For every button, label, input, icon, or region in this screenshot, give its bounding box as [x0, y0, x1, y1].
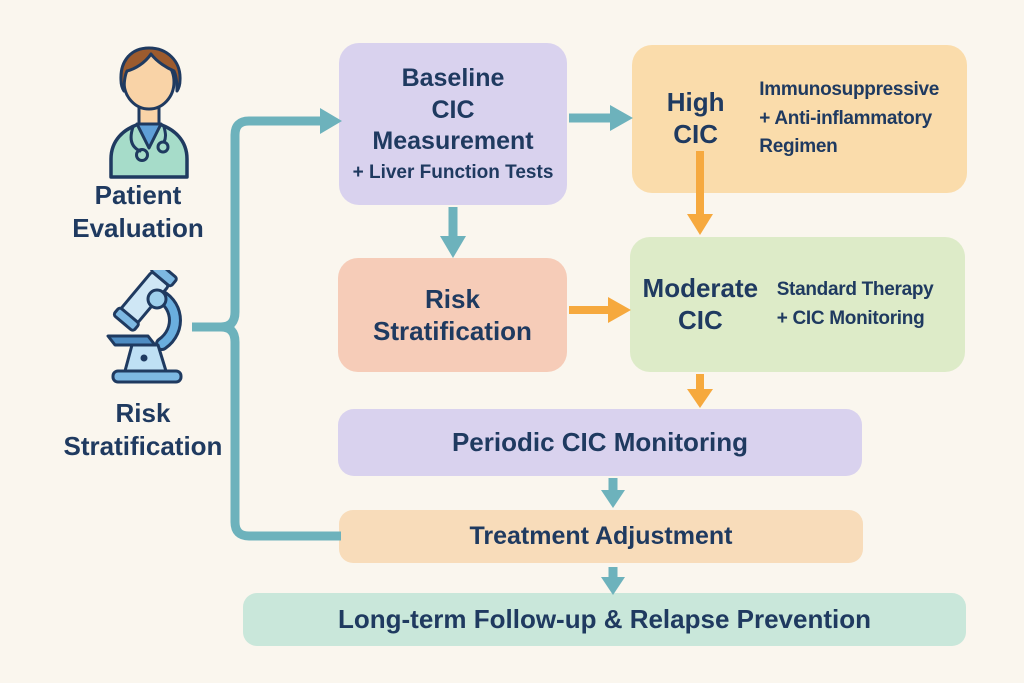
arrowhead-high-to-moderate [687, 214, 713, 235]
moderate-cic-therapy-text: Standard Therapy + CIC Monitoring [776, 279, 934, 329]
high-cic-regimen-text: Immunosuppressive + Anti-inflammatory Re… [759, 79, 939, 158]
treatment-box-title: Treatment Adjustment [469, 522, 733, 550]
moderate-cic-box: Moderate CIC Standard Therapy + CIC Moni… [630, 237, 965, 372]
baseline-box-subtitle: + Liver Function Tests [352, 161, 554, 183]
arrowhead-periodic-to-treatment [601, 490, 625, 508]
arrowhead-baseline-to-high [610, 105, 633, 131]
longterm-followup-box: Long-term Follow-up & Relapse Prevention [243, 593, 966, 646]
periodic-cic-monitoring-box: Periodic CIC Monitoring [338, 409, 862, 476]
periodic-box-title: Periodic CIC Monitoring [451, 427, 749, 457]
risk-box-title: Risk Stratification [373, 283, 532, 347]
risk-stratification-label: Risk Stratification [63, 398, 223, 462]
high-cic-title: High CIC [666, 87, 725, 149]
microscope-icon [100, 261, 196, 388]
arrowhead-risk-to-moderate [608, 297, 631, 323]
moderate-cic-title: Moderate CIC [642, 272, 759, 335]
arrowhead-moderate-to-periodic [687, 389, 713, 408]
treatment-adjustment-box: Treatment Adjustment [339, 510, 863, 563]
risk-stratification-box: Risk Stratification [338, 258, 567, 372]
patient-evaluation-label: Patient Evaluation [72, 180, 204, 244]
doctor-icon [100, 42, 198, 180]
longterm-box-title: Long-term Follow-up & Relapse Prevention [337, 604, 872, 634]
baseline-box-title: Baseline CIC Measurement [372, 64, 534, 156]
arrowhead-baseline-to-risk [440, 236, 466, 258]
baseline-cic-measurement-box: Baseline CIC Measurement + Liver Functio… [339, 43, 567, 205]
high-cic-box: High CIC Immunosuppressive + Anti-inflam… [632, 45, 967, 193]
